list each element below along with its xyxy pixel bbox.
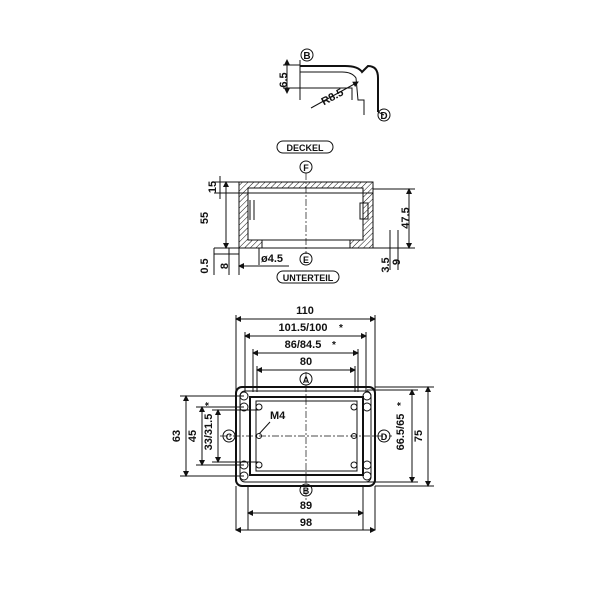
section-label-f: F <box>303 163 309 173</box>
plan-dim-left-1: 63 <box>171 430 183 442</box>
section-dim-hole: ø4.5 <box>261 253 283 265</box>
plan-screw-label: M4 <box>270 410 286 422</box>
section-dim-right-a: 3.5 <box>380 257 392 272</box>
plan-star-2: * <box>332 340 336 351</box>
plan-view: 110 101.5/100 * 86/84.5 * 80 M4 A <box>171 305 434 533</box>
plan-dim-width-inner: 80 <box>300 356 312 368</box>
plan-star-3: * <box>204 402 215 406</box>
plan-dim-bottom-2: 98 <box>300 517 312 529</box>
plan-label-c: C <box>226 432 233 442</box>
plan-dim-width-outer: 110 <box>296 305 314 317</box>
plan-label-b: B <box>303 486 310 496</box>
section-dim-bottom-offset: 0.5 <box>199 258 211 273</box>
plan-star-4: * <box>396 402 407 406</box>
plan-dim-bottom-1: 89 <box>300 500 312 512</box>
section-dim-base-height: 47.5 <box>400 207 412 228</box>
detail-dim-radius: R8.5 <box>320 87 346 109</box>
section-dim-foot: 8 <box>219 263 231 269</box>
section-dim-total-height: 55 <box>199 212 211 224</box>
plan-star-1: * <box>339 323 343 334</box>
plan-dim-width-3: 86/84.5 <box>285 339 322 351</box>
lid-label: DECKEL <box>286 143 324 153</box>
plan-dim-right-1: 66.5/65 <box>395 414 407 451</box>
detail-label-b: B <box>303 51 310 62</box>
section-dim-lid-height: 15 <box>207 181 219 193</box>
section-label-e: E <box>303 255 309 265</box>
section-view: DECKEL F 15 55 0.5 8 ø4.5 <box>199 140 415 284</box>
section-dim-right-b: 9 <box>391 259 403 265</box>
plan-label-d: D <box>381 432 388 442</box>
plan-dim-width-2: 101.5/100 <box>279 322 328 334</box>
base-label: UNTERTEIL <box>283 273 334 283</box>
plan-dim-left-3: 33/31.5 <box>203 414 215 451</box>
plan-dim-left-2: 45 <box>187 430 199 442</box>
detail-label-d: D <box>380 111 387 122</box>
detail-view: B D 6.5 R8.5 <box>278 48 391 122</box>
detail-dim-height: 6.5 <box>278 72 290 87</box>
plan-dim-right-2: 75 <box>413 430 425 442</box>
plan-label-a: A <box>303 375 310 385</box>
